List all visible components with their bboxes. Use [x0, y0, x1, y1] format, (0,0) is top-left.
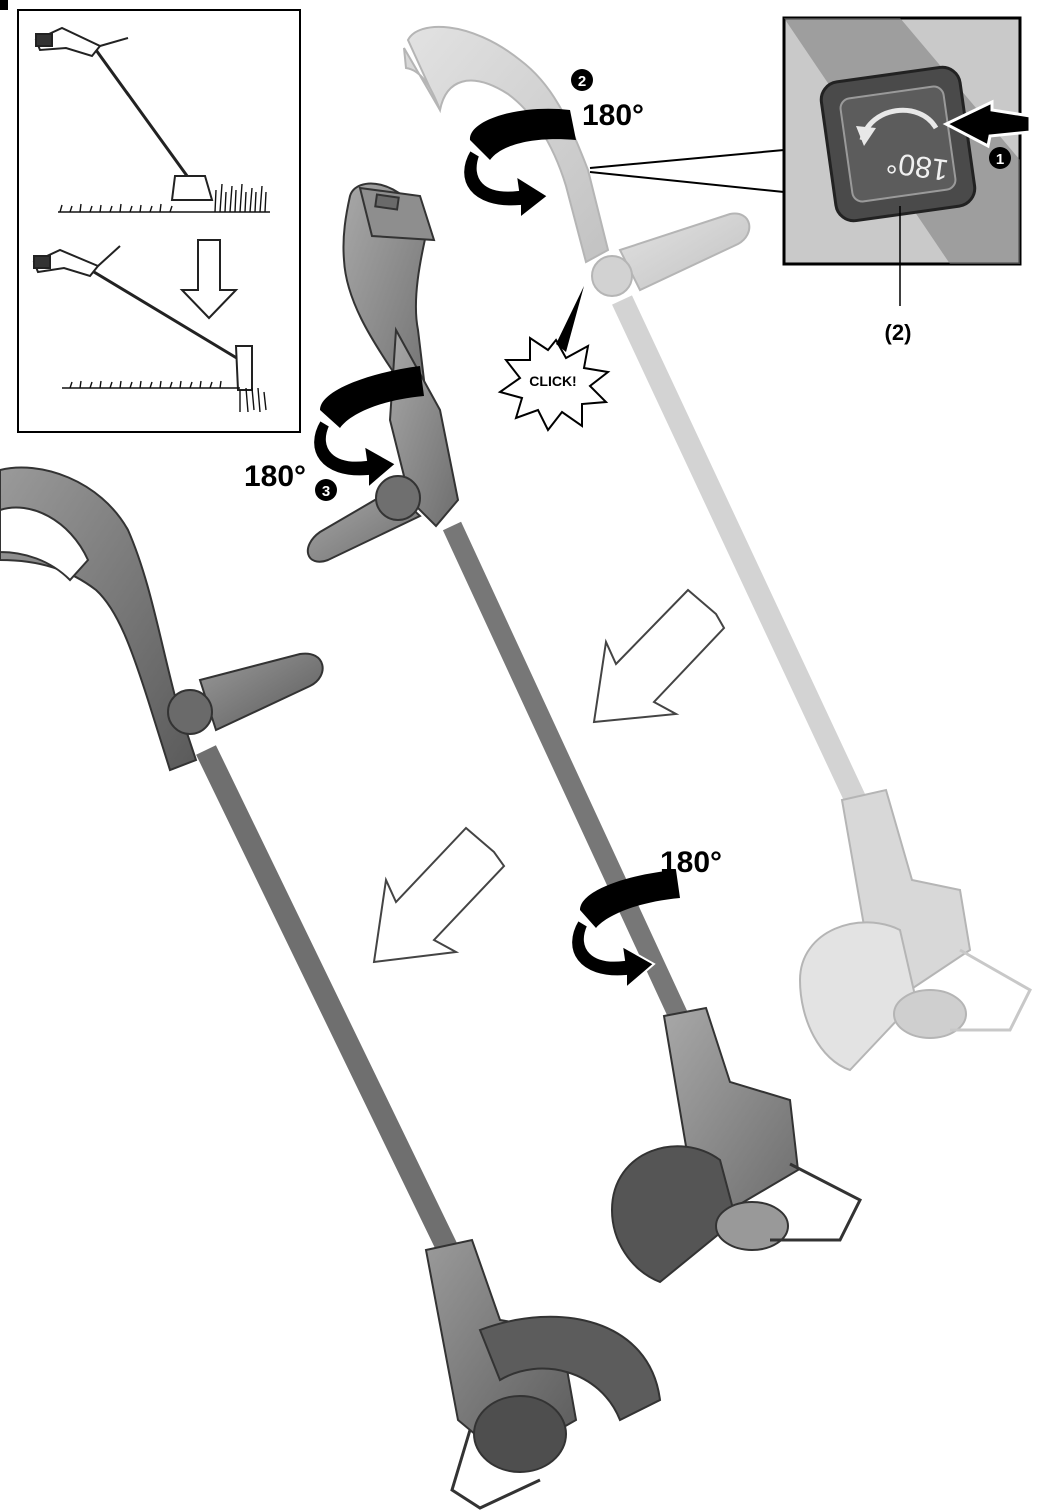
- inset-grass-bottom: [62, 380, 267, 413]
- click-starburst: CLICK!: [497, 286, 611, 432]
- switch-callout: 180° 1: [589, 16, 1032, 306]
- inset-trimmer-edging: [32, 245, 253, 391]
- trimmer-light-shaft: [612, 295, 876, 827]
- trimmer-light-aux-handle: [618, 212, 751, 292]
- rotation-arrow-shaft: [570, 870, 680, 991]
- trimmer-light-guard: [798, 921, 918, 1072]
- angle-label-shaft: 180°: [660, 846, 722, 879]
- corner-mark: [0, 0, 8, 10]
- trimmer-front-aux-handle: [198, 652, 324, 732]
- inset-down-arrow: [179, 239, 239, 320]
- direction-arrow-upper: [592, 588, 726, 724]
- inset-trimmer-horizontal: [34, 26, 214, 201]
- click-label: CLICK!: [529, 373, 576, 389]
- trimmer-front-guard: [478, 1315, 662, 1422]
- trimmer-middle: [306, 182, 863, 1284]
- step-3-badge: [315, 479, 337, 501]
- trimmer-front: [0, 466, 662, 1510]
- step-3-number: 3: [322, 483, 330, 500]
- trimmer-middle-guard: [610, 1145, 738, 1284]
- callout-ref-label: (2): [885, 320, 912, 345]
- angle-label-left: 180°: [244, 460, 306, 493]
- push-arrow: [942, 99, 1032, 149]
- step-2-number: 2: [578, 73, 586, 90]
- angle-label-top: 180°: [582, 99, 644, 132]
- trimmer-front-shaft: [196, 745, 462, 1263]
- step-1-number: 1: [996, 151, 1004, 168]
- step-1-badge: [989, 147, 1011, 169]
- rotation-arrow-left: [312, 366, 424, 491]
- trimmer-light-handle: [406, 25, 610, 264]
- usage-inset: [17, 9, 301, 433]
- step-2-badge: [571, 69, 593, 91]
- inset-grass-top: [58, 183, 270, 213]
- rotation-arrow-top: [462, 108, 576, 221]
- trimmer-middle-shaft: [442, 521, 694, 1033]
- direction-arrow-lower: [372, 826, 506, 964]
- trimmer-light: [403, 25, 1032, 1072]
